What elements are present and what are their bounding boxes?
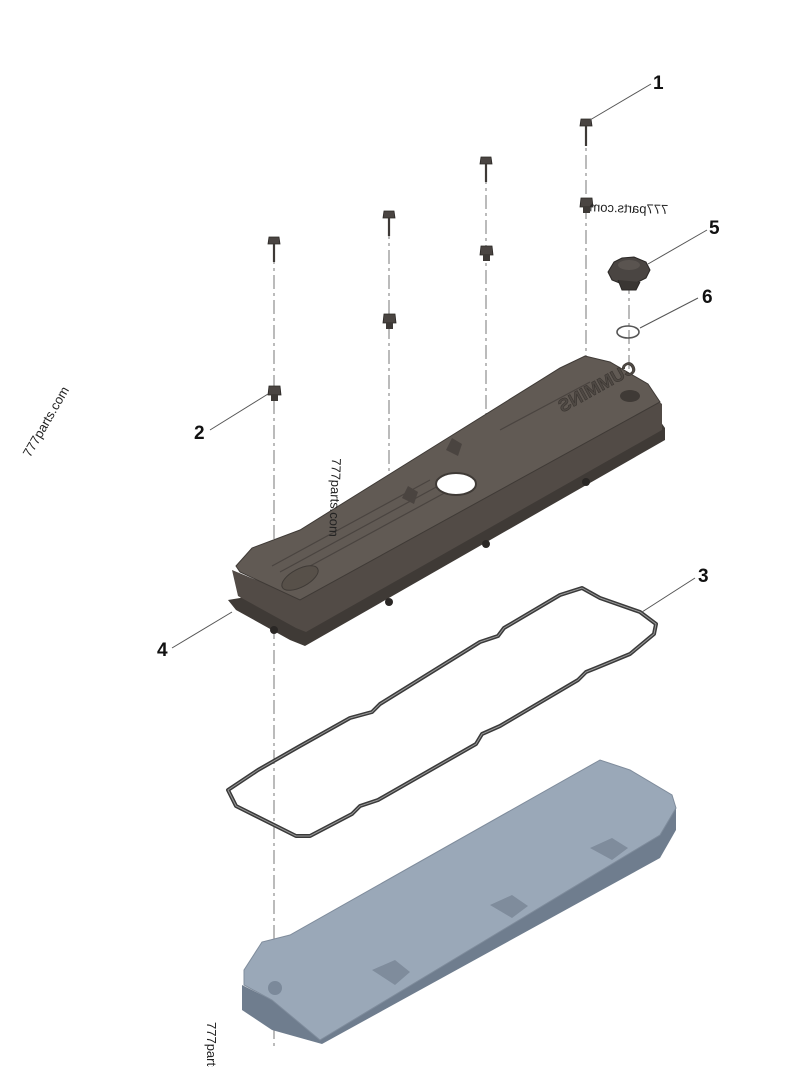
grommet [267,385,282,401]
spacer-plate [242,759,677,1044]
isolator-grommets [267,197,594,401]
callout-numbers: 1 2 3 4 5 6 [157,73,720,661]
watermark-upper-right: 777parts.com [589,199,668,217]
cover-bolt-hole [385,598,393,606]
spacer-plate-notch [590,838,628,860]
callout-4: 4 [157,640,168,661]
cover-bolt-hole [482,540,490,548]
valve-cover-gasket [226,586,658,838]
cover-bolts [267,118,593,262]
cover-bolt-hole [270,626,278,634]
bolt [479,156,493,182]
oil-fill-port [620,390,640,402]
spacer-plate-side [242,808,676,1044]
spacer-plate-top [243,759,677,1041]
watermark-bottom: 777parts.c [204,1022,219,1067]
spacer-plate-notch [372,960,410,985]
leader-lines [171,83,708,649]
breather-tube [446,438,462,456]
o-ring [616,325,640,339]
watermark-left: 777parts.com [20,384,72,460]
spacer-plate-notch [490,895,528,918]
grommet [579,197,594,213]
callout-2: 2 [194,423,205,444]
grommet [382,313,397,329]
watermark-center: 777parts.com [326,458,344,537]
oil-fill-opening [435,472,477,496]
oil-fill-cap [607,256,651,291]
spacer-plate-hole [268,981,282,995]
bolt [267,236,281,262]
callout-3: 3 [698,566,709,587]
breather-tube [402,486,418,504]
callout-6: 6 [702,287,713,308]
valve-cover: CUMMINS [228,355,665,646]
callout-1: 1 [653,73,664,94]
bolt [382,210,396,236]
grommet [479,245,494,261]
bolt [579,118,593,146]
cover-bolt-hole [582,478,590,486]
valve-cover-oval-badge [281,565,319,591]
callout-5: 5 [709,218,720,239]
